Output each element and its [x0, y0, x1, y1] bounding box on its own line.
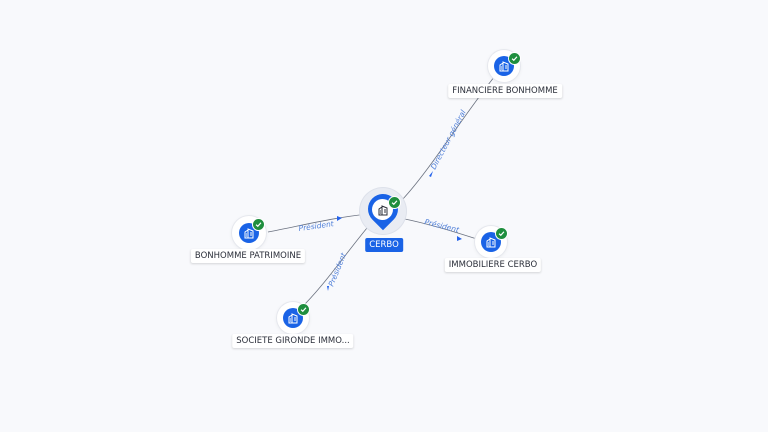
check-icon — [297, 303, 310, 316]
edge-immobiliere[interactable]: Président — [399, 217, 481, 241]
node-label-cerbo[interactable]: CERBO — [365, 238, 403, 252]
node-label-financiere[interactable]: FINANCIERE BONHOMME — [448, 84, 562, 98]
check-icon — [508, 52, 521, 65]
edge-arrow — [337, 216, 342, 221]
check-icon — [388, 196, 401, 209]
edge-label-bonhomme: Président — [298, 219, 335, 233]
check-icon — [495, 227, 508, 240]
edge-arrow — [429, 171, 433, 177]
edge-arrow — [457, 236, 462, 241]
node-label-bonhomme[interactable]: BONHOMME PATRIMOINE — [190, 249, 306, 263]
edge-label-immobiliere: Président — [424, 217, 461, 235]
edge-societe[interactable]: Président — [298, 221, 373, 311]
check-icon — [252, 218, 265, 231]
edge-bonhomme[interactable]: Président — [267, 213, 369, 233]
node-label-immobiliere[interactable]: IMMOBILIERE CERBO — [444, 258, 542, 272]
edge-label-financiere: Directeur général — [429, 108, 468, 171]
edge-arrow — [327, 286, 329, 291]
building-icon — [372, 199, 393, 220]
node-label-societe[interactable]: SOCIETE GIRONDE IMMO... — [232, 334, 354, 348]
edge-label-societe: Président — [327, 251, 349, 288]
